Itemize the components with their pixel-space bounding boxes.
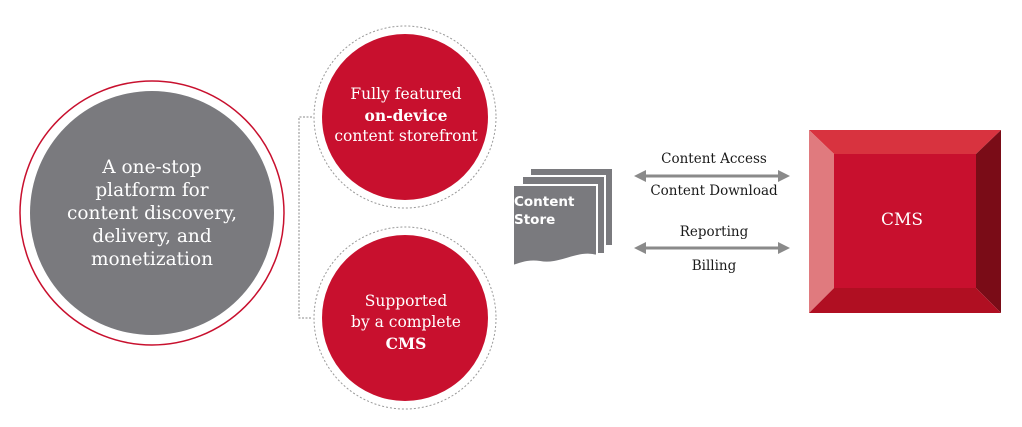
cms-circle-line-2: by a complete (351, 313, 461, 331)
cms-feature-outer-ring (313, 226, 497, 410)
content-store-label: Content Store (514, 193, 594, 229)
platform-circle-text: A one-stop platform for content discover… (33, 156, 271, 271)
platform-outer-ring (19, 80, 285, 346)
label-content-access: Content Access (661, 151, 767, 167)
label-billing: Billing (691, 258, 737, 274)
arrow-content-access (634, 170, 790, 182)
cms-box (809, 130, 1001, 313)
cms-feature-circle (322, 235, 488, 401)
cms-box-label: CMS (880, 210, 924, 230)
storefront-circle-text: Fully featured on-device content storefr… (323, 84, 489, 147)
storefront-line-2: on-device (364, 106, 448, 125)
platform-line-5: monetization (90, 249, 214, 270)
platform-line-4: delivery, and (92, 226, 212, 247)
arrow-reporting (634, 242, 790, 254)
label-reporting: Reporting (679, 224, 749, 240)
storefront-circle (322, 34, 488, 200)
cms-circle-line-1: Supported (364, 292, 448, 310)
bracket-connector (298, 116, 312, 319)
storefront-line-3: content storefront (334, 127, 478, 145)
content-store-icon (512, 167, 614, 268)
content-store-line-2: Store (514, 212, 556, 228)
storefront-line-1: Fully featured (350, 85, 462, 103)
platform-line-3: content discovery, (67, 203, 237, 224)
label-content-download: Content Download (650, 183, 778, 199)
platform-circle (30, 91, 274, 335)
storefront-outer-ring (313, 25, 497, 209)
cms-circle-text: Supported by a complete CMS (323, 291, 489, 354)
platform-line-1: A one-stop (102, 157, 202, 178)
platform-line-2: platform for (95, 180, 209, 201)
cms-circle-line-3: CMS (385, 334, 427, 353)
content-store-line-1: Content (514, 194, 575, 210)
